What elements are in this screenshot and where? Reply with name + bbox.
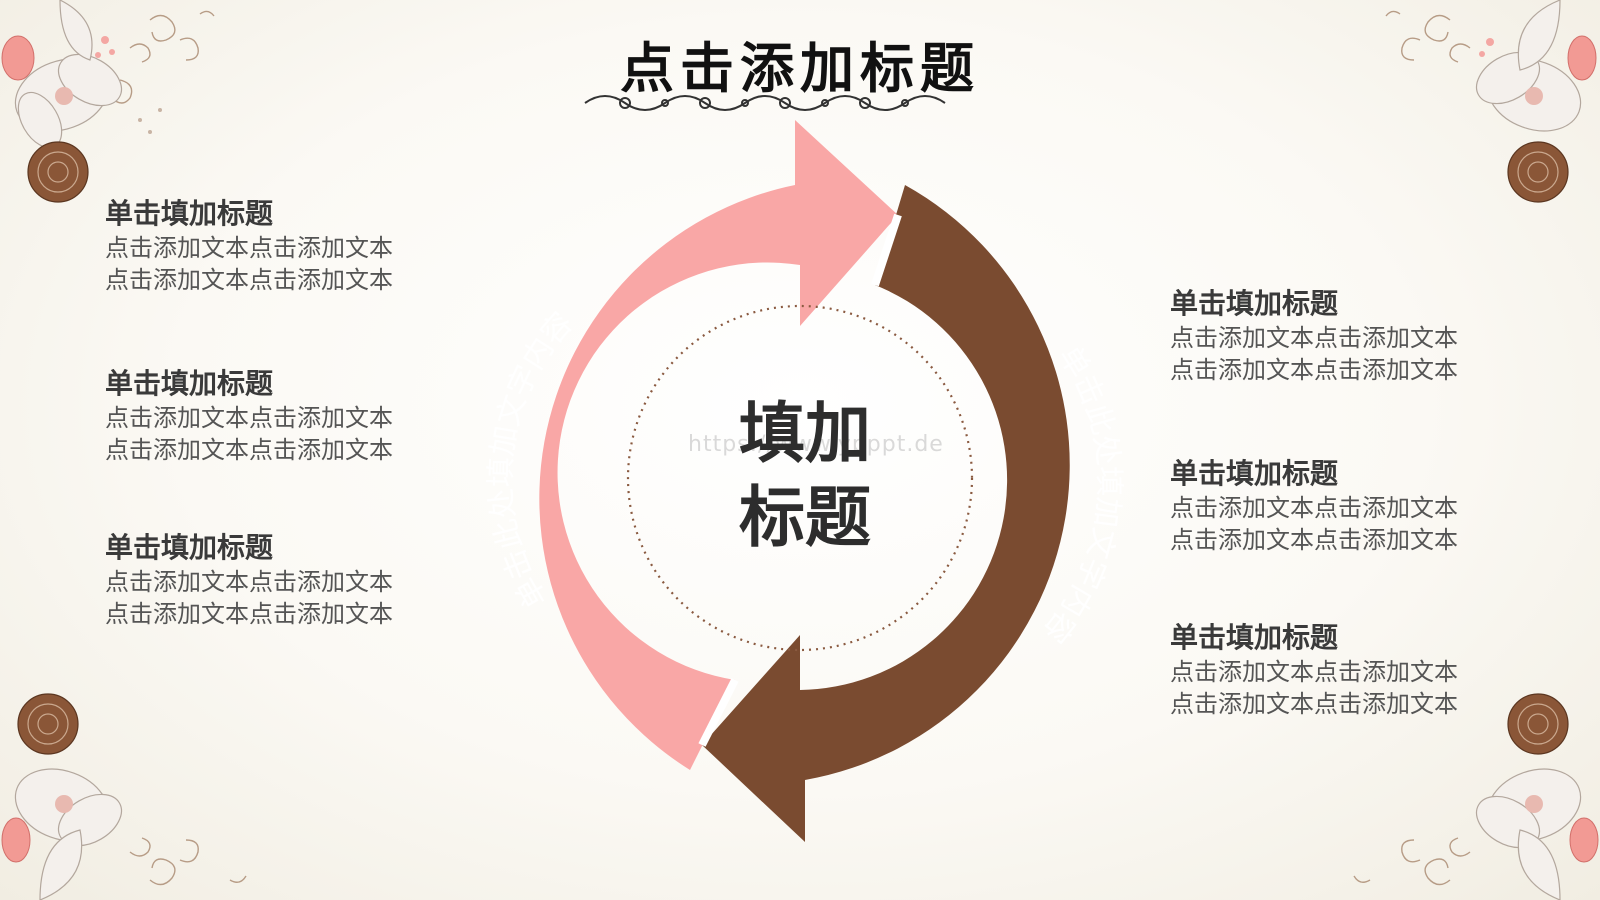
block-line: 点击添加文本点击添加文本 [1170, 494, 1458, 522]
block-line: 点击添加文本点击添加文本 [1170, 356, 1458, 384]
right-text-block-3[interactable]: 单击填加标题 点击添加文本点击添加文本 点击添加文本点击添加文本 [1170, 620, 1550, 720]
block-line: 点击添加文本点击添加文本 [1170, 526, 1458, 554]
block-title: 单击填加标题 [1170, 287, 1339, 320]
block-line: 点击添加文本点击添加文本 [105, 600, 393, 628]
block-line: 点击添加文本点击添加文本 [105, 266, 393, 294]
center-title-line-1: 填加 [739, 395, 871, 472]
watermark-text: https://www.ypppt.de [688, 432, 944, 457]
left-text-block-3[interactable]: 单击填加标题 点击添加文本点击添加文本 点击添加文本点击添加文本 [105, 530, 485, 630]
block-line: 点击添加文本点击添加文本 [105, 404, 393, 432]
center-title[interactable]: 填加 标题 [700, 392, 910, 560]
right-text-block-1[interactable]: 单击填加标题 点击添加文本点击添加文本 点击添加文本点击添加文本 [1170, 286, 1550, 386]
block-title: 单击填加标题 [105, 197, 274, 230]
block-title: 单击填加标题 [105, 367, 274, 400]
block-line: 点击添加文本点击添加文本 [1170, 690, 1458, 718]
block-title: 单击填加标题 [105, 531, 274, 564]
block-title: 单击填加标题 [1170, 621, 1339, 654]
right-text-block-2[interactable]: 单击填加标题 点击添加文本点击添加文本 点击添加文本点击添加文本 [1170, 456, 1550, 556]
floral-corner-top-right [1385, 0, 1597, 203]
brown-cycle-arrow[interactable] [702, 185, 1070, 842]
block-title: 单击填加标题 [1170, 457, 1339, 490]
block-line: 点击添加文本点击添加文本 [1170, 658, 1458, 686]
block-line: 点击添加文本点击添加文本 [105, 568, 393, 596]
floral-corner-bottom-left [1, 693, 247, 900]
inner-dotted-circle [626, 304, 974, 652]
block-line: 点击添加文本点击添加文本 [1170, 324, 1458, 352]
left-text-block-1[interactable]: 单击填加标题 点击添加文本点击添加文本 点击添加文本点击添加文本 [105, 196, 485, 296]
block-line: 点击添加文本点击添加文本 [105, 234, 393, 262]
title-flourish-ornament [584, 95, 946, 111]
floral-corner-bottom-right [1353, 693, 1599, 900]
center-title-line-2: 标题 [739, 479, 871, 556]
floral-corner-top-left [1, 0, 215, 203]
pink-cycle-arrow[interactable] [539, 120, 898, 770]
left-text-block-2[interactable]: 单击填加标题 点击添加文本点击添加文本 点击添加文本点击添加文本 [105, 366, 485, 466]
page-title[interactable]: 点击添加标题 [620, 37, 980, 100]
block-line: 点击添加文本点击添加文本 [105, 436, 393, 464]
